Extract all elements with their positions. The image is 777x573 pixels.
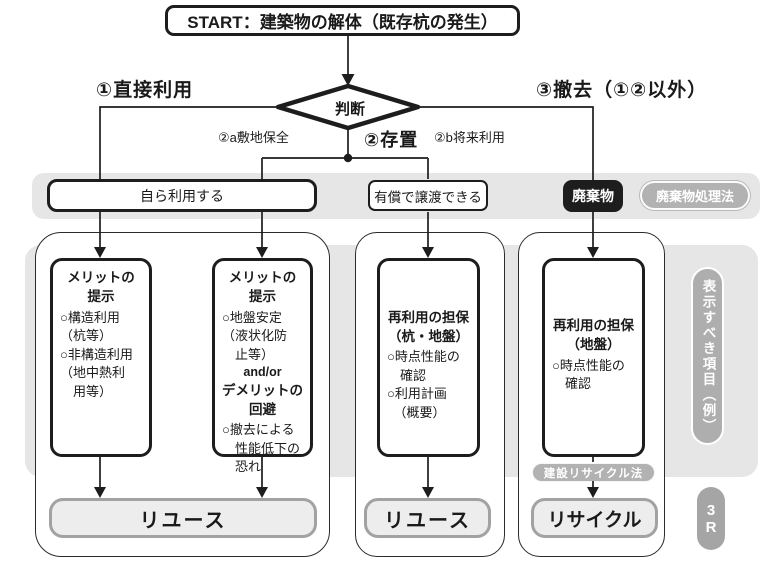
junction-dot	[343, 153, 353, 163]
recycle-bar: リサイクル	[531, 498, 658, 538]
paid-transfer-node: 有償で譲渡できる	[368, 180, 488, 211]
branch2b-label: ②b将来利用	[434, 130, 505, 145]
display-items-badge: 表示すべき項目（例）	[691, 267, 724, 445]
display-items-label: 表示すべき項目（例）	[700, 278, 716, 434]
merit-preserve-heading: メリットの 提示	[228, 270, 297, 304]
merit-direct-body: ○構造利用 （杭等） ○非構造利用 （地中熱利 用等）	[60, 309, 133, 399]
recycle-law-label: 建設リサイクル法	[543, 467, 644, 480]
recycle-label: リサイクル	[547, 509, 642, 531]
guarantee-ground-body: ○時点性能の 確認	[552, 357, 625, 392]
three-r-label: 3R	[702, 501, 720, 536]
merit-preserve-box: メリットの 提示 ○地盤安定 （液状化防 止等） and/or デメリットの 回…	[212, 258, 313, 474]
start-node: START：建築物の解体（既存杭の発生）	[165, 5, 520, 36]
guarantee-pile-ground-heading: 再利用の担保 （杭・地盤）	[388, 309, 469, 344]
three-r-badge: 3R	[697, 487, 725, 550]
waste-node: 廃棄物	[563, 180, 623, 212]
guarantee-pile-ground-body: ○時点性能の 確認 ○利用計画 （概要）	[387, 349, 460, 420]
guarantee-ground-heading: 再利用の担保 （地盤）	[553, 318, 634, 353]
guarantee-pile-ground-box: 再利用の担保 （杭・地盤） ○時点性能の 確認 ○利用計画 （概要）	[377, 258, 480, 457]
waste-law-label: 廃棄物処理法	[655, 189, 734, 204]
self-use-label: 自ら利用する	[140, 187, 224, 204]
guarantee-ground-box: 再利用の担保 （地盤） ○時点性能の 確認	[542, 258, 645, 457]
branch2-label: ②存置	[364, 130, 419, 150]
reuse-preserve-label: リユース	[384, 509, 471, 532]
merit-direct-box: メリットの 提示 ○構造利用 （杭等） ○非構造利用 （地中熱利 用等）	[50, 258, 152, 457]
branch2a-label: ②a敷地保全	[218, 130, 289, 145]
waste-label: 廃棄物	[572, 188, 614, 204]
arrow-into-diamond	[341, 74, 355, 86]
branch3-label: ③撤去（①②以外）	[536, 80, 708, 101]
reuse-preserve-bar: リユース	[364, 498, 491, 538]
reuse-direct-bar: リユース	[49, 498, 317, 538]
recycle-law-badge: 建設リサイクル法	[532, 463, 655, 482]
merit-preserve-body1: ○地盤安定 （液状化防 止等）	[222, 309, 288, 362]
self-use-node: 自ら利用する	[47, 179, 317, 212]
andor-connector: and/or	[243, 365, 282, 380]
branch1-label: ①直接利用	[96, 80, 194, 101]
decision-label: 判断	[334, 101, 365, 118]
demerit-heading: デメリットの 回避	[222, 382, 303, 417]
merit-preserve-body2: ○撤去による 性能低下の 恐れ	[222, 422, 301, 475]
reuse-direct-label: リユース	[139, 509, 227, 532]
start-label: START：建築物の解体（既存杭の発生）	[187, 13, 498, 32]
waste-law-badge: 廃棄物処理法	[640, 181, 750, 210]
merit-direct-heading: メリットの 提示	[67, 270, 135, 304]
paid-transfer-label: 有償で譲渡できる	[374, 189, 482, 205]
